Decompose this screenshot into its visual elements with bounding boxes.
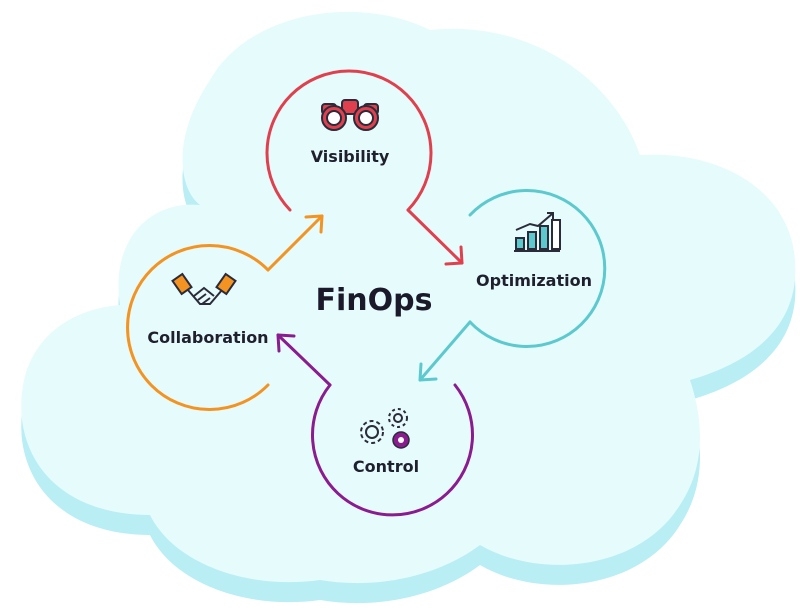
collaboration-arrow-head [304,214,324,234]
binoculars-icon [321,99,379,131]
growth-chart-icon [514,212,561,252]
optimization-label: Optimization [476,271,592,290]
collaboration-arrow-line [266,214,324,272]
visibility-arrow-line [406,208,464,265]
control-arrow-line [276,333,332,387]
visibility-arrow-head [444,245,464,266]
optimization-arrow-line [418,320,472,382]
handshake-icon [171,272,237,305]
collaboration-arc [126,244,270,411]
optimization-arc [468,189,607,348]
gears-icon [360,408,410,449]
cloud-background [21,11,796,584]
control-arc [311,383,474,517]
visibility-arc [265,69,433,212]
center-title: FinOps [316,283,433,318]
visibility-label: Visibility [311,147,390,166]
optimization-arrow-head [418,362,438,382]
optimization-cycle [418,189,607,382]
visibility-cycle [265,69,464,266]
control-arrow-head [276,333,296,353]
control-cycle [276,333,474,517]
control-label: Control [353,457,419,476]
collaboration-label: Collaboration [147,328,268,347]
collaboration-cycle [126,214,324,411]
